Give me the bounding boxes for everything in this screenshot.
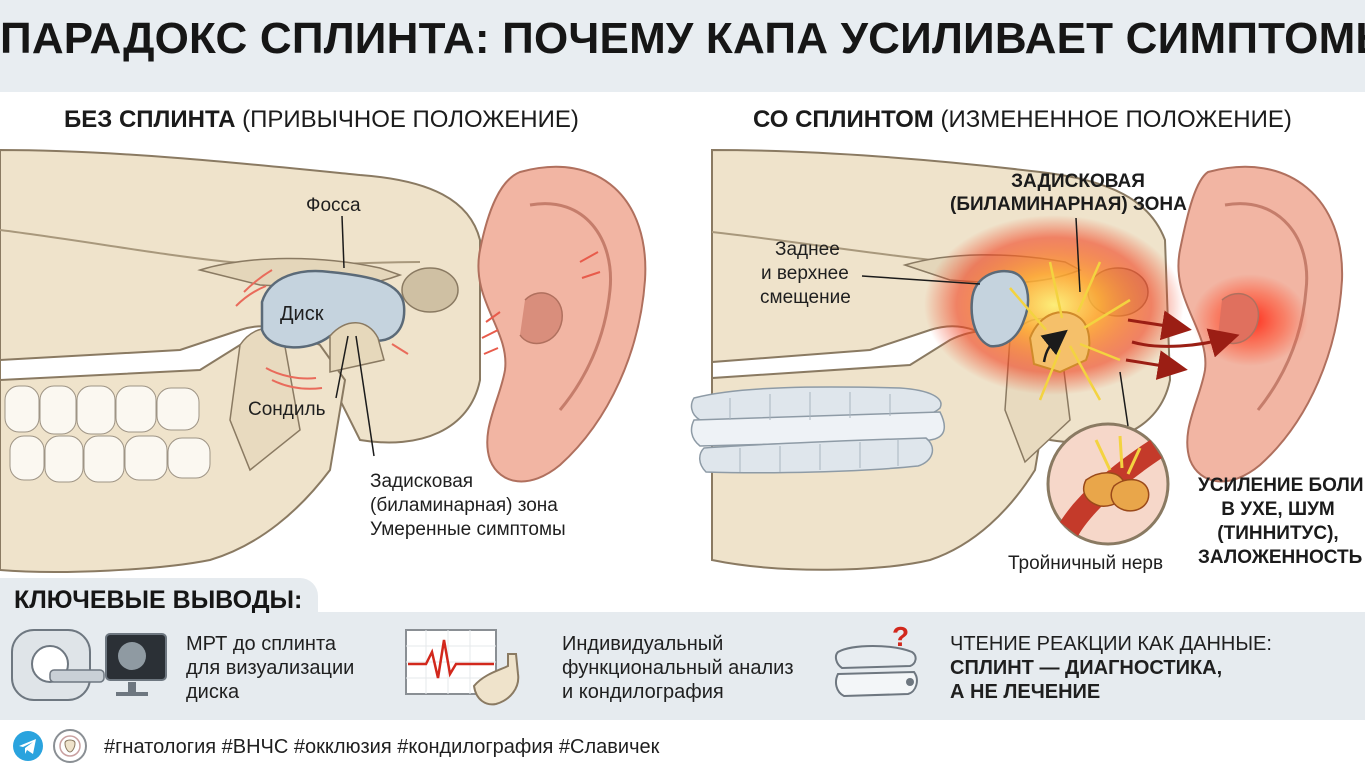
telegram-icon[interactable] xyxy=(12,730,44,766)
finding-1-line-3: диска xyxy=(186,681,240,703)
label-disc: Диск xyxy=(280,303,324,325)
right-pain-arrows xyxy=(1125,310,1240,380)
title-bar xyxy=(0,0,1365,92)
finding-2-line-2: функциональный анализ xyxy=(562,657,794,679)
label-shift-2: и верхнее xyxy=(761,263,849,284)
key-findings-title: КЛЮЧЕВЫЕ ВЫВОДЫ: xyxy=(14,586,303,614)
left-ear xyxy=(477,165,647,483)
left-panel-heading: БЕЗ СПЛИНТА (ПРИВЫЧНОЕ ПОЛОЖЕНИЕ) xyxy=(64,106,579,134)
svg-text:?: ? xyxy=(892,622,909,652)
label-fossa: Фосса xyxy=(306,195,361,216)
label-right-zone-1: ЗАДИСКОВАЯ xyxy=(1011,171,1145,192)
finding-1-line-2: для визуализации xyxy=(186,657,355,679)
splint-question-icon: ? xyxy=(832,621,932,710)
footer-hashtags: #гнатология #ВНЧС #окклюзия #кондилограф… xyxy=(104,736,660,758)
label-shift-3: смещение xyxy=(760,287,851,308)
label-nerve: Тройничный нерв xyxy=(1008,553,1164,574)
right-splint xyxy=(690,386,946,474)
finding-1-line-1: МРТ до сплинта xyxy=(186,633,336,655)
label-right-zone-2: (БИЛАМИНАРНАЯ) ЗОНА xyxy=(950,194,1187,215)
label-condyle: Сондиль xyxy=(248,399,326,420)
right-ear xyxy=(1177,165,1344,483)
finding-3-line-3: А НЕ ЛЕЧЕНИЕ xyxy=(950,681,1101,703)
key-findings-panel xyxy=(0,612,1365,720)
left-skull xyxy=(0,148,481,573)
finding-2-line-1: Индивидуальный xyxy=(562,633,724,655)
right-heading-rest: (ИЗМЕНЕННОЕ ПОЛОЖЕНИЕ) xyxy=(933,106,1292,133)
ecg-jaw-icon xyxy=(404,626,544,714)
label-shift-1: Заднее xyxy=(775,239,840,260)
label-left-zone-2: (биламинарная) зона xyxy=(370,495,558,516)
label-left-zone-1: Задисковая xyxy=(370,471,474,492)
label-pain-2: В УХЕ, ШУМ xyxy=(1221,499,1335,520)
finding-3-line-1: ЧТЕНИЕ РЕАКЦИИ КАК ДАННЫЕ: xyxy=(950,633,1272,655)
left-leader-lines xyxy=(335,215,375,457)
nerve-inset xyxy=(1046,371,1170,546)
right-heading-bold: СО СПЛИНТОМ xyxy=(753,106,934,133)
left-heading-rest: (ПРИВЫЧНОЕ ПОЛОЖЕНИЕ) xyxy=(235,106,579,133)
right-panel-heading: СО СПЛИНТОМ (ИЗМЕНЕННОЕ ПОЛОЖЕНИЕ) xyxy=(753,106,1292,134)
anatomy-illustration xyxy=(0,148,1344,573)
key-findings-tab xyxy=(0,578,318,618)
finding-3-line-2: СПЛИНТ — ДИАГНОСТИКА, xyxy=(950,657,1223,679)
finding-2-line-3: и кондилография xyxy=(562,681,724,703)
label-pain-3: (ТИННИТУС), xyxy=(1217,523,1339,544)
left-teeth xyxy=(4,385,211,483)
right-joint xyxy=(861,215,1184,401)
page-title: ПАРАДОКС СПЛИНТА: ПОЧЕМУ КАПА УСИЛИВАЕТ … xyxy=(0,14,1365,63)
label-pain-4: ЗАЛОЖЕННОСТЬ xyxy=(1198,547,1363,568)
mri-scanner-icon xyxy=(10,624,170,712)
label-left-symptoms: Умеренные симптомы xyxy=(370,519,566,540)
left-heading-bold: БЕЗ СПЛИНТА xyxy=(64,106,236,133)
label-pain-1: УСИЛЕНИЕ БОЛИ xyxy=(1198,475,1364,496)
clinic-logo-icon xyxy=(52,728,88,768)
